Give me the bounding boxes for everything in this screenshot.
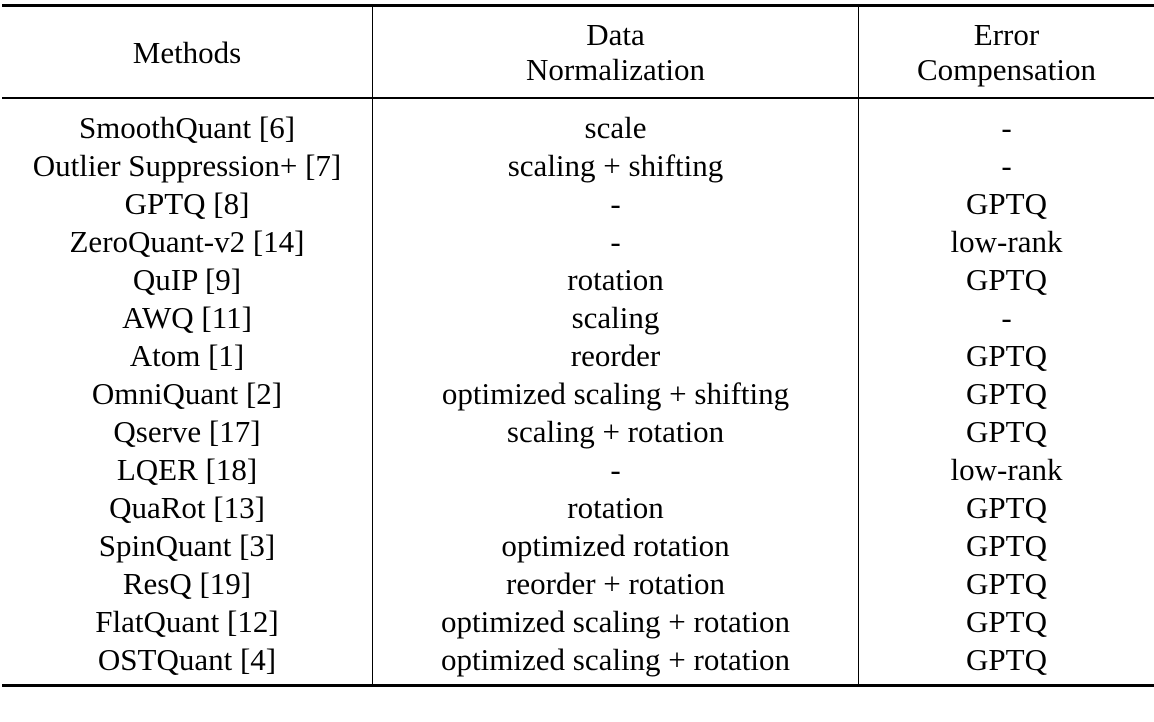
table-row: QuaRot [13]rotation GPTQ [2, 489, 1154, 527]
method-cell: Qserve [17] [2, 413, 373, 451]
method-cell: AWQ [11] [2, 299, 373, 337]
error-compensation-cell: GPTQ [966, 376, 1047, 411]
data-normalization-cell: - [372, 185, 859, 223]
table-row: OmniQuant [2]optimized scaling + shiftin… [2, 375, 1154, 413]
table-row: SmoothQuant [6]scale - [2, 98, 1154, 147]
method-cell: LQER [18] [2, 451, 373, 489]
methods-comparison-table: Methods Data Normalization Error Compens… [2, 4, 1154, 687]
error-compensation-cell: low-rank [950, 224, 1063, 259]
column-header-methods: Methods [2, 5, 373, 99]
header-row: Methods Data Normalization Error Compens… [2, 5, 1154, 99]
table-row: SpinQuant [3]optimized rotation GPTQ [2, 527, 1154, 565]
data-normalization-cell: - [372, 451, 859, 489]
table-row: ResQ [19]reorder + rotation GPTQ [2, 565, 1154, 603]
error-compensation-cell: GPTQ [966, 490, 1047, 525]
data-normalization-cell: optimized scaling + rotation [372, 603, 859, 641]
table-row: Outlier Suppression+ [7]scaling + shifti… [2, 147, 1154, 185]
error-compensation-cell: GPTQ [966, 566, 1047, 601]
table-row: Qserve [17]scaling + rotation GPTQ [2, 413, 1154, 451]
column-header-error-compensation: Error Compensation [858, 5, 1154, 99]
table-row: AWQ [11]scaling - [2, 299, 1154, 337]
column-header-data-normalization: Data Normalization [372, 5, 859, 99]
data-normalization-cell: - [372, 223, 859, 261]
table-row: Atom [1]reorder GPTQ [2, 337, 1154, 375]
table-row: QuIP [9]rotation GPTQ [2, 261, 1154, 299]
error-compensation-cell: GPTQ [966, 338, 1047, 373]
data-normalization-cell: rotation [372, 489, 859, 527]
error-compensation-cell: GPTQ [966, 186, 1047, 221]
table-row: OSTQuant [4]optimized scaling + rotation… [2, 641, 1154, 686]
table-row: LQER [18]- low-rank [2, 451, 1154, 489]
method-cell: ZeroQuant-v2 [14] [2, 223, 373, 261]
table-header: Methods Data Normalization Error Compens… [2, 5, 1154, 99]
error-compensation-cell: - [1001, 148, 1012, 183]
data-normalization-cell: scale [372, 98, 859, 147]
method-cell: GPTQ [8] [2, 185, 373, 223]
method-cell: OmniQuant [2] [2, 375, 373, 413]
method-cell: OSTQuant [4] [2, 641, 373, 686]
error-compensation-cell: GPTQ [966, 528, 1047, 563]
data-normalization-cell: reorder + rotation [372, 565, 859, 603]
method-cell: QuaRot [13] [2, 489, 373, 527]
table-row: GPTQ [8]- GPTQ [2, 185, 1154, 223]
error-compensation-cell: GPTQ [966, 604, 1047, 639]
data-normalization-cell: optimized rotation [372, 527, 859, 565]
error-compensation-cell: GPTQ [966, 262, 1047, 297]
method-cell: Atom [1] [2, 337, 373, 375]
error-compensation-cell: - [1001, 110, 1012, 145]
data-normalization-cell: optimized scaling + shifting [372, 375, 859, 413]
error-compensation-cell: GPTQ [966, 642, 1047, 677]
data-normalization-cell: scaling + shifting [372, 147, 859, 185]
table-body: SmoothQuant [6]scale-Outlier Suppression… [2, 98, 1154, 686]
method-cell: FlatQuant [12] [2, 603, 373, 641]
data-normalization-cell: scaling [372, 299, 859, 337]
data-normalization-cell: reorder [372, 337, 859, 375]
method-cell: SpinQuant [3] [2, 527, 373, 565]
method-cell: Outlier Suppression+ [7] [2, 147, 373, 185]
method-cell: ResQ [19] [2, 565, 373, 603]
method-cell: SmoothQuant [6] [2, 98, 373, 147]
error-compensation-cell: low-rank [950, 452, 1063, 487]
table-row: ZeroQuant-v2 [14]- low-rank [2, 223, 1154, 261]
data-normalization-cell: rotation [372, 261, 859, 299]
method-cell: QuIP [9] [2, 261, 373, 299]
error-compensation-cell: GPTQ [966, 414, 1047, 449]
data-normalization-cell: scaling + rotation [372, 413, 859, 451]
data-normalization-cell: optimized scaling + rotation [372, 641, 859, 686]
table-row: FlatQuant [12]optimized scaling + rotati… [2, 603, 1154, 641]
error-compensation-cell: - [1001, 300, 1012, 335]
